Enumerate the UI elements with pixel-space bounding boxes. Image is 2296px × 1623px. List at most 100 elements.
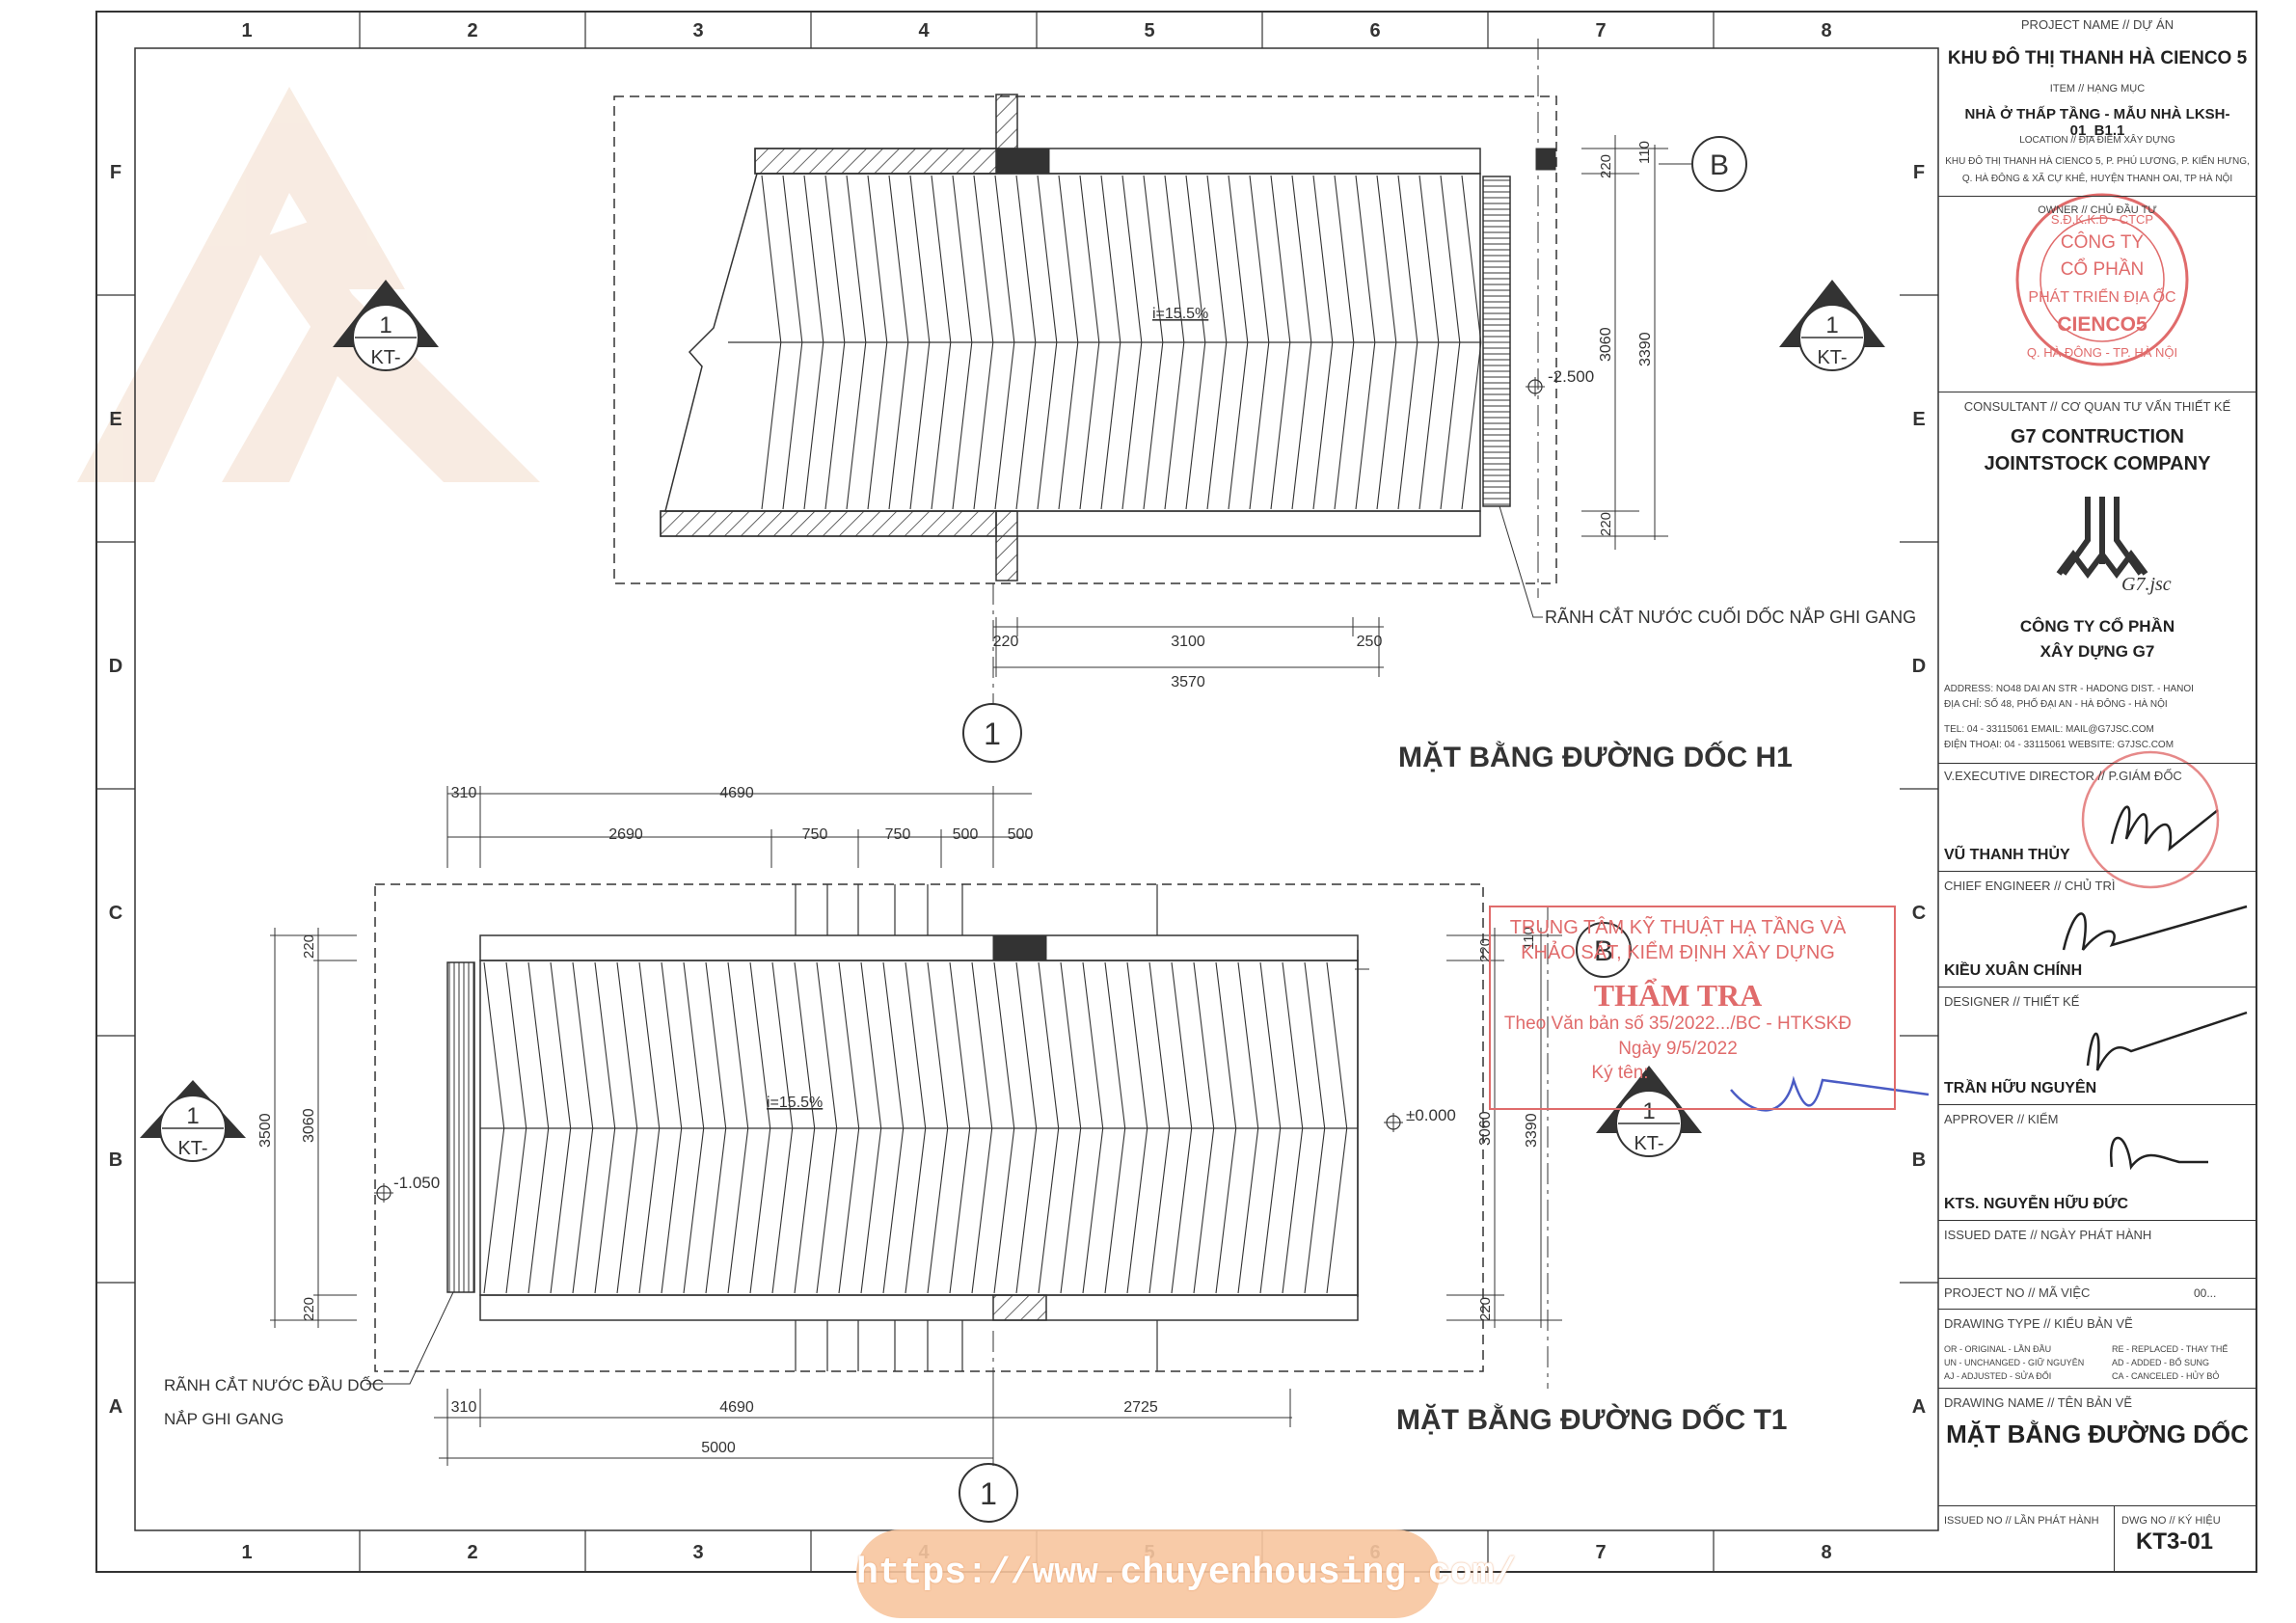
- dim-t1-left-3060: 3060: [301, 1108, 317, 1143]
- ramp-chevron: [1376, 175, 1397, 510]
- ramp-chevron: [1171, 961, 1193, 1294]
- dim-t1-left-3500: 3500: [257, 1113, 274, 1148]
- section-marker-t1-right: 1 KT-: [1596, 1066, 1702, 1157]
- tel-line1: TEL: 04 - 33115061 EMAIL: MAIL@G7JSC.COM: [1944, 724, 2154, 735]
- ramp-chevron: [1461, 175, 1482, 510]
- ramp-chevron: [616, 961, 638, 1294]
- ramp-chevron: [1164, 175, 1185, 510]
- row-label-left: C: [109, 903, 122, 924]
- ramp-chevron: [971, 961, 993, 1294]
- col-label-top: 3: [692, 20, 703, 41]
- plan-t1-title: MẶT BẰNG ĐƯỜNG DỐC T1: [1396, 1403, 1787, 1436]
- section-marker-h1-right: 1 KT-: [1779, 280, 1885, 371]
- project-name: KHU ĐÔ THỊ THANH HÀ CIENCO 5: [1947, 48, 2248, 68]
- col-label-bottom: 1: [241, 1542, 252, 1563]
- ramp-chevron: [1249, 175, 1270, 510]
- director-label: V.EXECUTIVE DIRECTOR // P.GIÁM ĐỐC: [1944, 769, 2182, 783]
- ramp-chevron: [1015, 175, 1037, 510]
- ramp-chevron: [1104, 961, 1126, 1294]
- ramp-chevron: [782, 175, 803, 510]
- dim-t1-bottom-2725: 2725: [1123, 1399, 1158, 1416]
- row-label-right: C: [1912, 903, 1926, 924]
- ramp-chevron: [838, 961, 860, 1294]
- location-line1: KHU ĐÔ THỊ THANH HÀ CIENCO 5, P. PHÚ LƯƠ…: [1945, 156, 2250, 167]
- dim-t1-top-750b: 750: [885, 826, 911, 843]
- ramp-chevron: [824, 175, 846, 510]
- dname-value: MẶT BẰNG ĐƯỜNG DỐC: [1946, 1420, 2249, 1448]
- ramp-chevron: [1440, 175, 1461, 510]
- tb-row-dname: [1938, 1389, 2256, 1506]
- dim-t1-top-750a: 750: [802, 826, 828, 843]
- ramp-chevron: [1291, 175, 1312, 510]
- title-block: PROJECT NAME // DỰ ÁN KHU ĐÔ THỊ THANH H…: [1938, 12, 2256, 1572]
- col-label-bottom: 3: [692, 1542, 703, 1563]
- consultant-name1: G7 CONTRUCTION: [2011, 426, 2184, 447]
- svg-text:Q. HÀ ĐÔNG - TP. HÀ NỘI: Q. HÀ ĐÔNG - TP. HÀ NỘI: [2027, 345, 2177, 360]
- logo-watermark: [77, 87, 540, 482]
- dim-h1-bottom-3570: 3570: [1171, 674, 1205, 690]
- ramp-chevron: [1143, 175, 1164, 510]
- ramp-chevron: [1237, 961, 1259, 1294]
- ramp-chevron: [1228, 175, 1249, 510]
- section-marker-h1-left: 1 KT-: [333, 280, 439, 371]
- svg-text:1: 1: [186, 1103, 199, 1129]
- designer-label: DESIGNER // THIẾT KẾ: [1944, 994, 2080, 1009]
- ramp-chevron: [1185, 175, 1206, 510]
- ramp-chevron: [1121, 175, 1143, 510]
- grid-1-label-h1: 1: [984, 717, 1001, 751]
- tb-row-chief: [1938, 872, 2256, 987]
- ramp-chevron: [505, 961, 527, 1294]
- plan-h1-title: MẶT BẰNG ĐƯỜNG DỐC H1: [1398, 741, 1793, 773]
- slope-label-t1: i=15.5%: [767, 1095, 823, 1111]
- ramp-chevron: [882, 961, 905, 1294]
- dtype-c2-0: RE - REPLACED - THAY THẾ: [2112, 1344, 2228, 1354]
- ramp-chevron: [1148, 961, 1171, 1294]
- ramp-chevron: [1082, 961, 1104, 1294]
- svg-text:1: 1: [379, 312, 392, 338]
- row-label-left: E: [109, 409, 122, 430]
- dtype-label: DRAWING TYPE // KIỂU BẢN VẼ: [1944, 1316, 2133, 1331]
- level-right-t1: ±0.000: [1406, 1106, 1456, 1124]
- ramp-chevron: [973, 175, 994, 510]
- ramp-chevron: [994, 175, 1015, 510]
- tb-row-designer: [1938, 987, 2256, 1105]
- ramp-chevron: [816, 961, 838, 1294]
- svg-text:KT-: KT-: [1634, 1133, 1663, 1154]
- designer-name: TRẦN HỮU NGUYÊN: [1944, 1080, 2097, 1096]
- url-watermark[interactable]: https://www.chuyenhousing.com/: [856, 1553, 1517, 1594]
- ramp-chevron: [803, 175, 824, 510]
- col-label-top: 4: [918, 20, 930, 41]
- chief-label: CHIEF ENGINEER // CHỦ TRÌ: [1944, 879, 2116, 893]
- chief-name: KIỀU XUÂN CHÍNH: [1944, 962, 2083, 979]
- ramp-chevron: [993, 961, 1015, 1294]
- row-label-right: A: [1912, 1396, 1926, 1418]
- tb-row-approver: [1938, 1105, 2256, 1221]
- svg-text:Ngày 9/5/2022: Ngày 9/5/2022: [1618, 1039, 1738, 1059]
- ramp-chevron: [1206, 175, 1228, 510]
- dtype-c1-1: UN - UNCHANGED - GIỮ NGUYÊN: [1944, 1358, 2085, 1367]
- signatures: [1730, 750, 2248, 1171]
- g7-logo-text: G7.jsc: [2121, 574, 2172, 595]
- dim-h1-bottom-220: 220: [993, 634, 1019, 650]
- slope-label-h1: i=15.5%: [1152, 306, 1208, 322]
- dim-h1-bottom-250: 250: [1357, 634, 1383, 650]
- ramp-chevron: [705, 961, 727, 1294]
- drain-note-t1-line1: RÃNH CẮT NƯỚC ĐẦU DỐC: [164, 1375, 384, 1394]
- outer-border: [95, 11, 2257, 1573]
- svg-text:Theo Văn bản số 35/2022.../BC: Theo Văn bản số 35/2022.../BC - HTKSKĐ: [1504, 1014, 1851, 1034]
- ramp-chevron: [860, 961, 882, 1294]
- ramp-chevron: [727, 961, 749, 1294]
- grid-b-label-h1: B: [1710, 149, 1729, 181]
- col-label-top: 5: [1144, 20, 1154, 41]
- drain-note-t1-line2: NẮP GHI GANG: [164, 1410, 284, 1428]
- dim-h1-right-110: 110: [1636, 141, 1653, 164]
- col-label-top: 6: [1369, 20, 1380, 41]
- section-marker-t1-left: 1 KT-: [140, 1080, 246, 1162]
- row-label-right: E: [1912, 409, 1925, 430]
- dim-t1-top-310: 310: [451, 785, 477, 801]
- svg-text:CÔNG TY: CÔNG TY: [2061, 231, 2145, 253]
- ramp-chevron: [527, 961, 550, 1294]
- plan-t1: i=15.5% -1.050 ±0.000 310 4690 2690 750 …: [140, 785, 1787, 1523]
- ramp-chevron: [1015, 961, 1038, 1294]
